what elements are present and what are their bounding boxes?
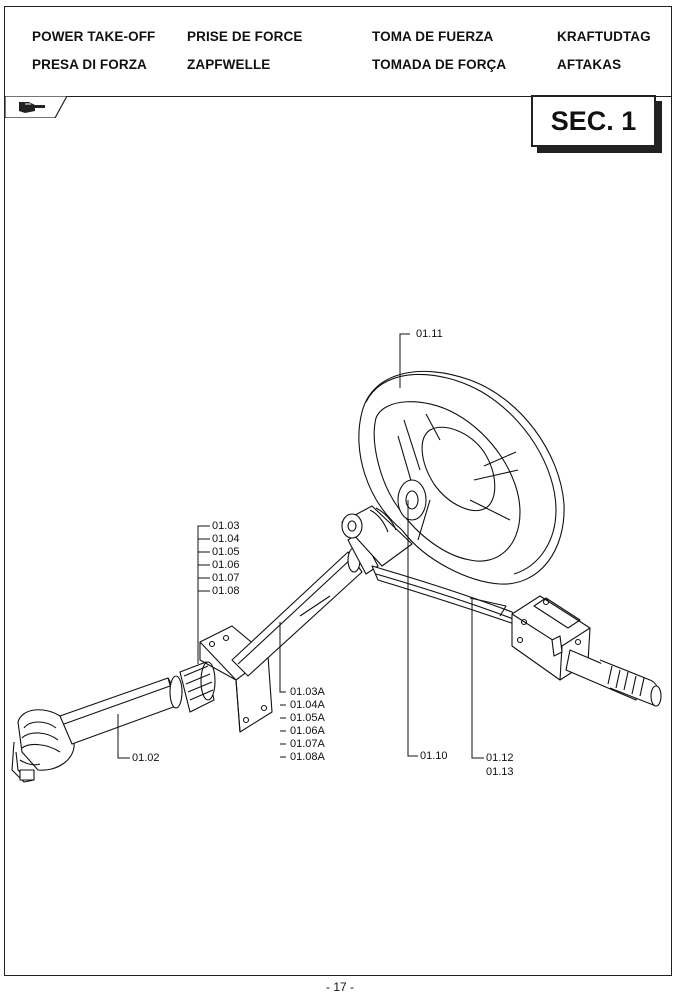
hand-pointer-icon [5,96,67,118]
callout-01-05a: 01.05A [290,712,325,724]
callout-01-06a: 01.06A [290,725,325,737]
callout-01-04a: 01.04A [290,699,325,711]
callout-01-03: 01.03 [212,520,240,532]
rear-bracket [511,595,662,707]
callout-01-03a: 01.03A [290,686,325,698]
page-frame: POWER TAKE-OFF PRISE DE FORCE TOMA DE FU… [4,6,672,976]
title-da: KRAFTUDTAG [557,29,651,44]
title-it: PRESA DI FORZA [32,57,147,72]
title-es: TOMA DE FUERZA [372,29,494,44]
callout-01-08a: 01.08A [290,751,325,763]
title-fr: PRISE DE FORCE [187,29,303,44]
callout-01-12: 01.12 [486,752,514,764]
callout-01-02: 01.02 [132,752,160,764]
main-shaft [231,531,379,677]
front-yoke [11,709,75,783]
title-de: ZAPFWELLE [187,57,271,72]
callout-01-10: 01.10 [420,750,448,762]
callout-01-13: 01.13 [486,766,514,778]
title-pt: TOMADA DE FORÇA [372,57,507,72]
callout-01-07a: 01.07A [290,738,325,750]
callout-01-07: 01.07 [212,572,240,584]
page-number: - 17 - [325,980,354,994]
callout-01-04: 01.04 [212,533,240,545]
callout-01-11: 01.11 [416,328,443,340]
title-en: POWER TAKE-OFF [32,29,156,44]
callout-01-06: 01.06 [212,559,240,571]
pulley-wheel [358,370,565,585]
leader-lines [117,333,484,759]
section-badge: SEC. 1 [531,95,656,147]
title-header: POWER TAKE-OFF PRISE DE FORCE TOMA DE FU… [5,7,671,97]
callout-01-05: 01.05 [212,546,240,558]
callout-01-08: 01.08 [212,585,240,597]
title-nl: AFTAKAS [557,57,622,72]
